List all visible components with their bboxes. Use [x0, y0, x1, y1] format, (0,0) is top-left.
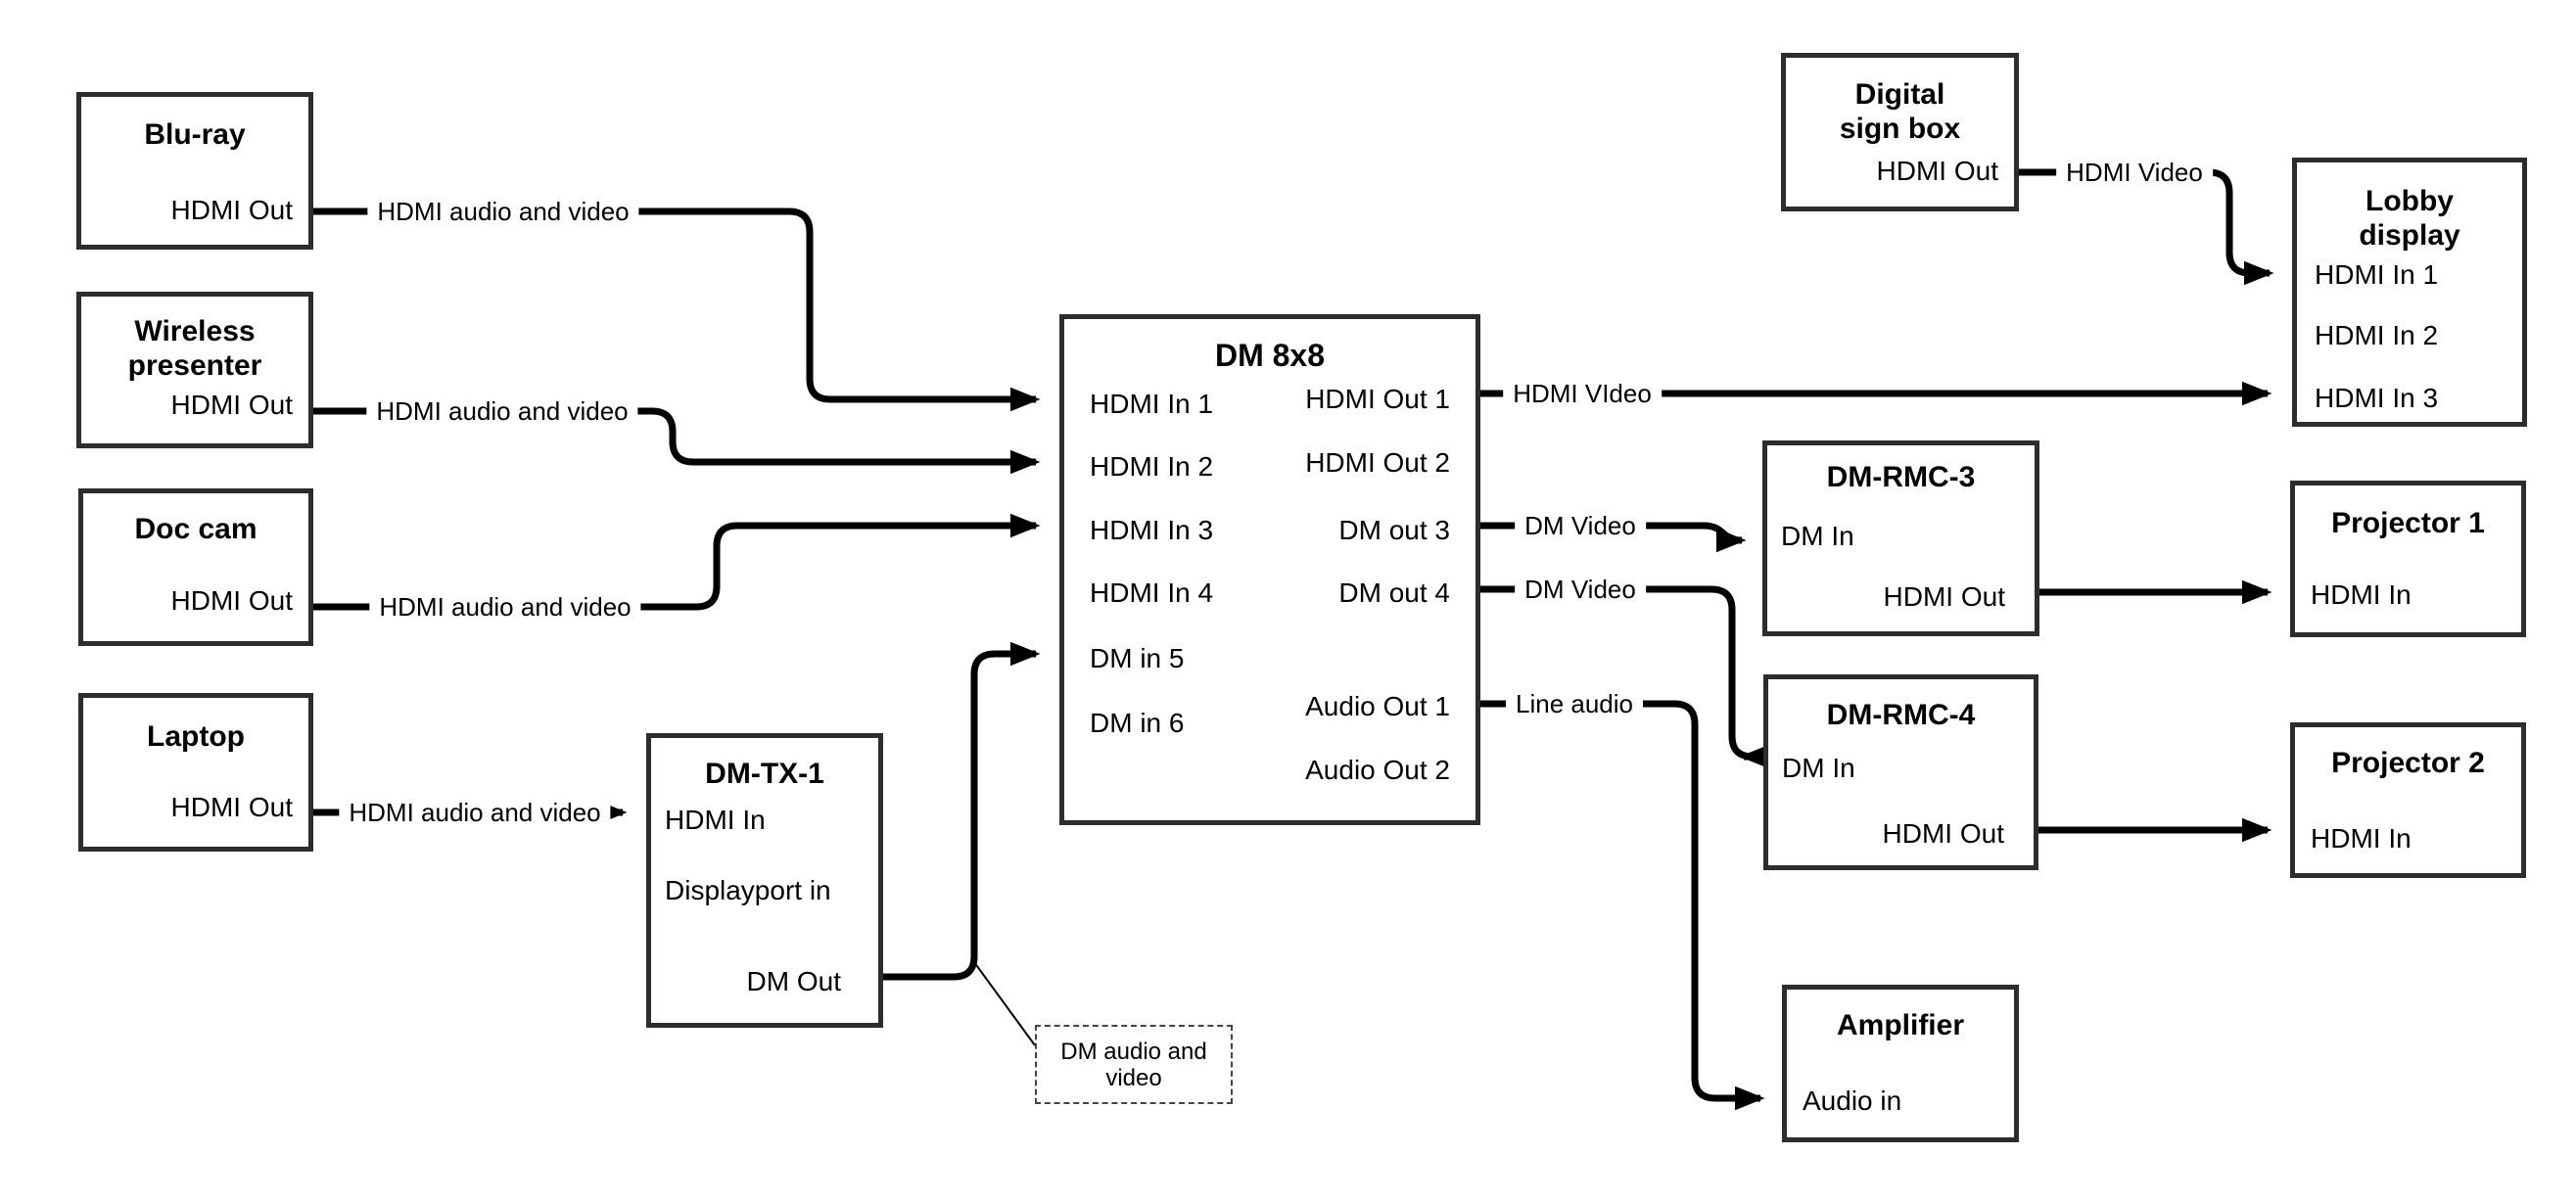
- port-hdmi-in-2: HDMI In 2: [1090, 451, 1214, 482]
- port-dm-out-3: DM out 3: [1338, 515, 1450, 545]
- edge-label-hdmi-video-out1: HDMI VIdeo: [1503, 379, 1662, 408]
- port-dm-out-4: DM out 4: [1338, 577, 1450, 608]
- port-hdmi-out: HDMI Out: [170, 585, 293, 616]
- edge-dm8x8-audio1-to-amp: [1480, 700, 1765, 1111]
- node-title: Doc cam: [134, 513, 258, 545]
- node-projector-2: Projector 2 HDMI In: [2290, 722, 2526, 878]
- node-title: Digital sign box: [1839, 78, 1961, 145]
- port-audio-in: Audio in: [1803, 1086, 1902, 1116]
- note-callout-line: [973, 961, 1036, 1046]
- port-audio-out-1: Audio Out 1: [1305, 691, 1450, 721]
- node-doc-cam: Doc cam HDMI Out: [78, 488, 313, 646]
- edge-label-dm-video-3: DM Video: [1515, 511, 1646, 540]
- node-dm-rmc-3: DM-RMC-3 DM In HDMI Out: [1762, 440, 2039, 636]
- node-dm-rmc-4: DM-RMC-4 DM In HDMI Out: [1763, 674, 2038, 870]
- edge-label-hdmi-video-sign: HDMI Video: [2056, 158, 2213, 187]
- port-hdmi-out: HDMI Out: [170, 792, 293, 822]
- port-hdmi-out: HDMI Out: [1883, 581, 2005, 612]
- edge-label-dm-video-4: DM Video: [1515, 575, 1646, 604]
- port-dm-in-6: DM in 6: [1090, 708, 1185, 738]
- node-title: Projector 1: [2331, 507, 2485, 539]
- node-wireless-presenter: Wireless presenter HDMI Out: [76, 292, 313, 448]
- node-title: DM 8x8: [1214, 338, 1326, 373]
- edge-label-hdmi-audio-video-1: HDMI audio and video: [367, 197, 639, 226]
- edge-label-hdmi-audio-video-3: HDMI audio and video: [369, 592, 641, 622]
- node-title: DM-RMC-3: [1826, 461, 1976, 493]
- port-hdmi-in-3: HDMI In 3: [2315, 383, 2439, 413]
- node-dm-8x8: DM 8x8 HDMI In 1 HDMI In 2 HDMI In 3 HDM…: [1059, 314, 1480, 825]
- node-title: DM-RMC-4: [1826, 699, 1976, 731]
- node-laptop: Laptop HDMI Out: [78, 693, 313, 852]
- port-hdmi-in: HDMI In: [2311, 579, 2412, 610]
- node-projector-1: Projector 1 HDMI In: [2290, 481, 2526, 637]
- port-hdmi-in: HDMI In: [2311, 823, 2412, 854]
- port-hdmi-out: HDMI Out: [1876, 156, 1998, 186]
- port-hdmi-in-3: HDMI In 3: [1090, 515, 1214, 545]
- edge-doccam-to-dm8x8-in3: [313, 513, 1041, 611]
- note-dm-audio-and-video: DM audio and video: [1035, 1025, 1233, 1104]
- port-dm-in: DM In: [1781, 521, 1854, 551]
- edge-digitalsign-to-lobby-in1: [2019, 168, 2274, 286]
- port-dm-in: DM In: [1782, 753, 1855, 783]
- port-hdmi-in-2: HDMI In 2: [2315, 320, 2439, 350]
- edge-dm8x8-out3-to-dmrmc3: [1480, 522, 1747, 553]
- node-title: Projector 2: [2331, 747, 2485, 779]
- node-digital-sign-box: Digital sign box HDMI Out: [1781, 53, 2019, 211]
- port-hdmi-in-4: HDMI In 4: [1090, 577, 1214, 608]
- port-dm-in-5: DM in 5: [1090, 643, 1185, 673]
- node-title: Amplifier: [1836, 1009, 1965, 1041]
- edge-label-hdmi-audio-video-4: HDMI audio and video: [339, 798, 611, 827]
- node-title: Laptop: [147, 720, 245, 753]
- port-audio-out-2: Audio Out 2: [1305, 755, 1450, 785]
- port-hdmi-out: HDMI Out: [170, 390, 293, 420]
- port-hdmi-out-1: HDMI Out 1: [1305, 384, 1450, 414]
- port-dm-out: DM Out: [746, 966, 841, 996]
- node-title: Lobby display: [2359, 185, 2460, 252]
- node-amplifier: Amplifier Audio in: [1782, 985, 2019, 1142]
- node-title: Blu-ray: [144, 118, 246, 151]
- port-hdmi-in-1: HDMI In 1: [2315, 259, 2439, 290]
- edge-label-hdmi-audio-video-2: HDMI audio and video: [366, 396, 638, 426]
- edge-dm8x8-out4-to-dmrmc4: [1480, 585, 1770, 769]
- port-hdmi-in: HDMI In: [665, 805, 766, 835]
- node-title: DM-TX-1: [705, 758, 824, 790]
- edge-label-line-audio: Line audio: [1506, 689, 1643, 718]
- edge-bluray-to-dm8x8-in1: [313, 208, 1041, 412]
- node-bluray: Blu-ray HDMI Out: [76, 92, 313, 250]
- edge-dmtx1-to-dm8x8-in5: [883, 641, 1041, 981]
- port-hdmi-out-2: HDMI Out 2: [1305, 447, 1450, 478]
- node-title: Wireless presenter: [127, 315, 262, 382]
- node-lobby-display: Lobby display HDMI In 1 HDMI In 2 HDMI I…: [2292, 158, 2527, 427]
- edge-wireless-to-dm8x8-in2: [313, 407, 1041, 475]
- port-hdmi-out: HDMI Out: [1882, 818, 2004, 849]
- node-dm-tx-1: DM-TX-1 HDMI In Displayport in DM Out: [646, 733, 883, 1028]
- port-displayport-in: Displayport in: [665, 875, 831, 905]
- port-hdmi-out: HDMI Out: [170, 195, 293, 225]
- port-hdmi-in-1: HDMI In 1: [1090, 389, 1214, 419]
